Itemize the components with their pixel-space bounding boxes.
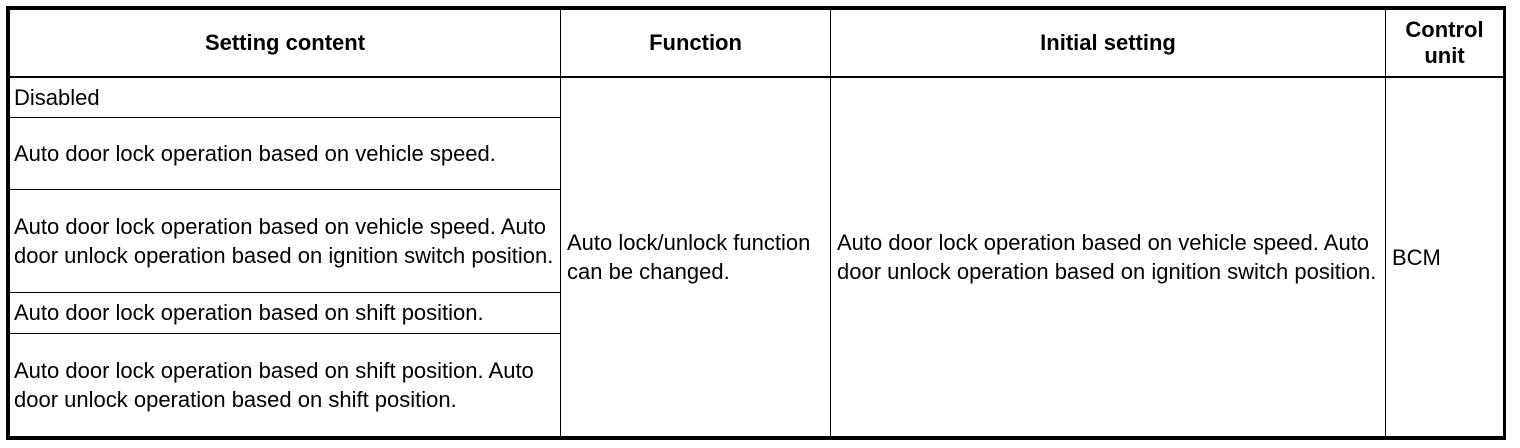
table-row: Auto door lock operation based on vehicl… (9, 188, 1504, 293)
control-unit-cell: BCM (1385, 76, 1504, 437)
header-control-unit: Control unit (1385, 9, 1504, 78)
settings-table: Setting content Function Initial setting… (9, 9, 1504, 437)
setting-content-cell: Auto door lock operation based on shift … (9, 333, 561, 437)
settings-table-frame: Setting content Function Initial setting… (6, 6, 1506, 440)
setting-content-cell: Auto door lock operation based on vehicl… (9, 116, 561, 190)
table-row: Auto door lock operation based on shift … (9, 291, 1504, 335)
table-row: Auto door lock operation based on shift … (9, 333, 1504, 437)
setting-content-cell: Disabled (9, 76, 561, 118)
header-setting-content: Setting content (9, 9, 561, 78)
table-row: Disabled Auto lock/unlock function can b… (9, 76, 1504, 437)
initial-setting-cell: Auto door lock operation based on vehicl… (830, 76, 1386, 437)
header-initial-setting: Initial setting (830, 9, 1386, 78)
table-header-row: Setting content Function Initial setting… (9, 9, 1504, 78)
setting-content-cell: Auto door lock operation based on vehicl… (9, 188, 561, 293)
table-row: Auto door lock operation based on vehicl… (9, 116, 1504, 190)
function-cell: Auto lock/unlock function can be changed… (560, 76, 831, 437)
setting-content-cell: Auto door lock operation based on shift … (9, 291, 561, 335)
header-function: Function (560, 9, 831, 78)
